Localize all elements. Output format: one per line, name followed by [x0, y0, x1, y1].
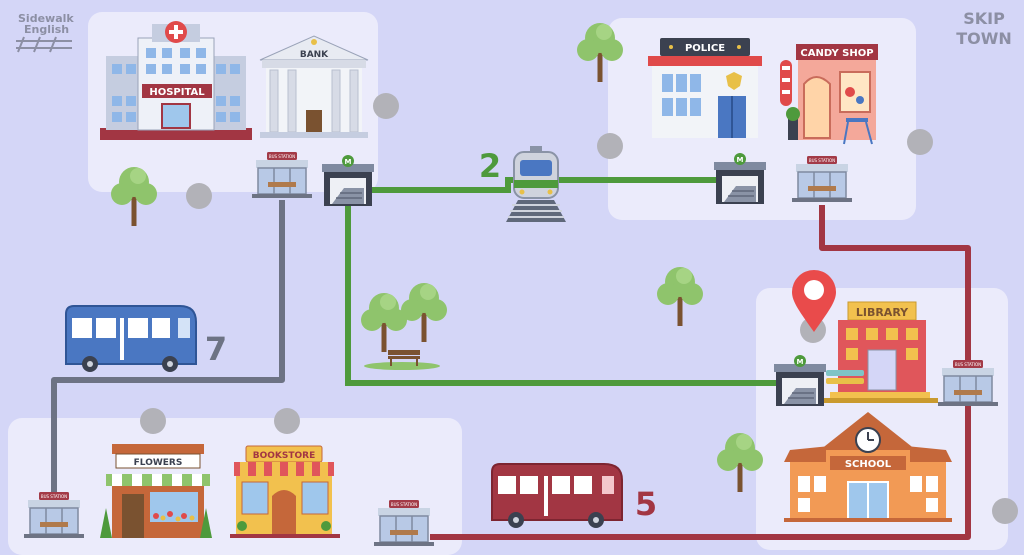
- svg-text:SKIP: SKIP: [963, 9, 1005, 28]
- stop-dot[interactable]: [373, 93, 399, 119]
- svg-text:CANDY SHOP: CANDY SHOP: [800, 48, 873, 59]
- svg-text:M: M: [345, 158, 352, 166]
- svg-text:BOOKSTORE: BOOKSTORE: [253, 451, 316, 461]
- school-building[interactable]: SCHOOL: [784, 412, 952, 522]
- bus-route-7-number: 7: [205, 330, 227, 368]
- stop-dot[interactable]: [186, 183, 212, 209]
- bus-station-flowers[interactable]: BUS STATION: [23, 491, 85, 543]
- park: [361, 283, 447, 370]
- svg-text:BUS STATION: BUS STATION: [391, 502, 417, 507]
- stop-dot[interactable]: [907, 129, 933, 155]
- svg-text:LIBRARY: LIBRARY: [856, 306, 909, 319]
- metro-station-bank[interactable]: M: [321, 154, 375, 207]
- stop-dot[interactable]: [992, 498, 1018, 524]
- sidewalk-english-logo: Sidewalk English: [16, 12, 74, 53]
- bus-gray-icon: [65, 305, 197, 372]
- metro-station-police[interactable]: M: [713, 152, 767, 205]
- svg-text:M: M: [797, 358, 804, 366]
- bus-station-bookstore[interactable]: BUS STATION: [373, 499, 435, 551]
- hospital-building[interactable]: HOSPITAL: [100, 21, 252, 140]
- bus-station-library[interactable]: BUS STATION: [937, 359, 999, 411]
- bus-route-5-number: 5: [635, 485, 657, 523]
- train-route-number: 2: [479, 147, 501, 185]
- svg-text:M: M: [737, 156, 744, 164]
- library-building[interactable]: LIBRARY: [822, 301, 938, 403]
- train-route-loop: [345, 205, 786, 386]
- svg-text:HOSPITAL: HOSPITAL: [149, 87, 205, 98]
- bus-route-7: [51, 200, 285, 500]
- flower-shop-building[interactable]: FLOWERS: [100, 444, 212, 538]
- svg-text:FLOWERS: FLOWERS: [134, 458, 183, 468]
- stop-dot[interactable]: [274, 408, 300, 434]
- bus-route-5: [430, 205, 971, 540]
- location-pin-icon[interactable]: [792, 270, 836, 332]
- svg-text:POLICE: POLICE: [685, 43, 725, 54]
- svg-text:Sidewalk: Sidewalk: [18, 12, 74, 25]
- svg-text:SCHOOL: SCHOOL: [845, 459, 892, 470]
- police-building[interactable]: POLICE: [648, 38, 762, 138]
- svg-text:BUS STATION: BUS STATION: [41, 494, 67, 499]
- metro-station-library[interactable]: M: [773, 354, 827, 407]
- svg-text:BUS STATION: BUS STATION: [955, 362, 981, 367]
- town-title: SKIP TOWN: [956, 9, 1012, 48]
- train-icon: [506, 146, 566, 222]
- bank-building[interactable]: BANK: [259, 35, 369, 138]
- bus-station-hospital[interactable]: BUS STATION: [251, 151, 313, 203]
- police-badge-icon: [726, 72, 742, 90]
- stop-dot[interactable]: [597, 133, 623, 159]
- train-route-top: [372, 177, 716, 193]
- bus-station-candy-shop[interactable]: BUS STATION: [791, 155, 853, 207]
- stop-dot[interactable]: [140, 408, 166, 434]
- bookstore-building[interactable]: BOOKSTORE: [230, 445, 340, 538]
- svg-text:BUS STATION: BUS STATION: [809, 158, 835, 163]
- svg-text:English: English: [24, 23, 69, 36]
- svg-text:BANK: BANK: [300, 50, 329, 60]
- candy-shop-building[interactable]: CANDY SHOP: [780, 44, 878, 145]
- bench-icon: [388, 350, 420, 355]
- svg-text:BUS STATION: BUS STATION: [269, 154, 295, 159]
- bus-red-icon: [491, 463, 623, 528]
- svg-text:TOWN: TOWN: [956, 29, 1012, 48]
